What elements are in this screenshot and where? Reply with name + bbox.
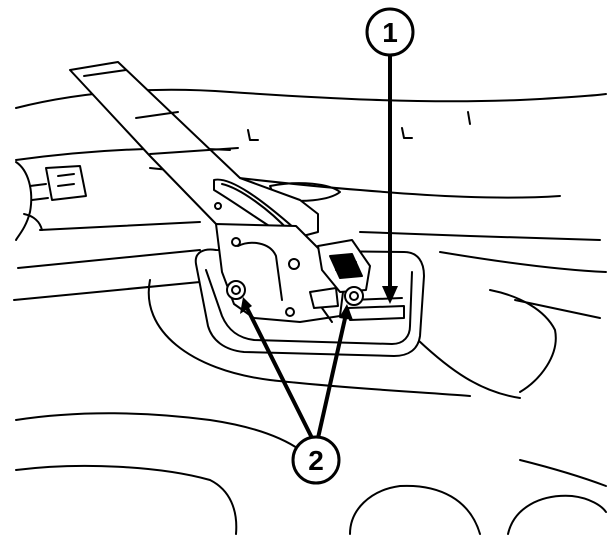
callout-2-circle	[291, 435, 341, 485]
callout-2: 2	[291, 435, 341, 485]
arrowhead-2a	[240, 297, 252, 314]
callout-1: 1	[365, 7, 415, 57]
callout-1-circle	[365, 7, 415, 57]
callout-2-label: 2	[308, 445, 324, 476]
leader-line-2a	[244, 305, 314, 439]
arrowhead-1	[382, 286, 398, 304]
vehicle-body-background	[13, 88, 607, 535]
arrowhead-2b	[339, 304, 353, 320]
leader-lines	[240, 52, 398, 439]
mounting-nuts	[226, 280, 364, 306]
callout-1-label: 1	[382, 17, 398, 48]
parking-brake-handle	[69, 61, 319, 251]
leader-line-2b	[316, 313, 348, 439]
